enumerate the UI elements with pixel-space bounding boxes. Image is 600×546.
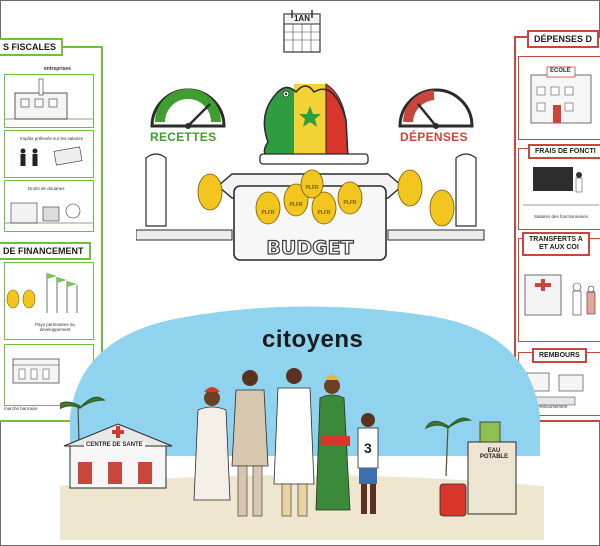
citizens-scene: [60, 306, 544, 540]
pear-walking-right-1: [397, 169, 423, 207]
left-box-partenaires: [4, 262, 94, 340]
pear-tag-1: PLFR: [261, 210, 274, 216]
left-caption-salaires: Impôts prélevés sur les salaires: [20, 136, 84, 141]
jersey-number: 3: [364, 440, 372, 456]
right-panel-title: DÉPENSES D: [527, 30, 600, 48]
right-caption-remboursement: Remboursement: [534, 404, 568, 409]
building-icon: [5, 78, 93, 120]
pear-walking-right-2: [429, 189, 455, 227]
health-center: [63, 423, 173, 489]
left-ramp: [136, 229, 233, 241]
health-center-sign: CENTRE DE SANTE: [84, 442, 145, 448]
left-box-douanes: [4, 180, 94, 232]
calendar-label: 1AN: [293, 14, 310, 23]
flags-icon: [6, 273, 78, 313]
calendar-icon: 1AN: [282, 8, 322, 54]
left-box-entreprises: [4, 74, 94, 128]
pear-tag-4: PLFR: [343, 200, 356, 206]
depenses-gauge: [398, 88, 474, 129]
budget-label: BUDGET: [266, 237, 353, 259]
pear-tag-2: PLFR: [289, 202, 302, 208]
left-caption-partenaires: Pays partenaires au développement: [34, 322, 76, 332]
workers-icon: [20, 146, 83, 166]
recettes-label: RECETTES: [150, 130, 217, 144]
left-caption-douanes: Droits de douanes: [28, 186, 65, 191]
hospital-icon: [524, 274, 596, 316]
budget-illustration: BUDGET PLFR PLFR PLFR PLFR PLFR: [136, 83, 485, 261]
citizens-group: [193, 368, 379, 517]
left-item-entreprises: entreprises: [44, 66, 71, 72]
left-section-title: DE FINANCEMENT: [0, 242, 91, 260]
senegal-flag-character: [259, 83, 369, 165]
right-box-ecole: [518, 56, 600, 140]
pear-walking-left: [197, 173, 223, 211]
bank-icon: [12, 358, 60, 384]
right-item-transferts: TRANSFERTS A ET AUX COI: [522, 232, 590, 256]
right-ramp: [387, 229, 485, 241]
school-sign: ECOLE: [550, 68, 571, 74]
pear-tag-5: PLFR: [305, 185, 318, 191]
citoyens-title: citoyens: [262, 326, 364, 353]
right-item-remboursement: REMBOURS: [532, 348, 587, 363]
pear-tag-3: PLFR: [317, 210, 330, 216]
right-item-fonctionnement: FRAIS DE FONCTI: [528, 144, 600, 159]
pears-in-box: PLFR PLFR PLFR PLFR PLFR: [255, 169, 363, 225]
left-box-salaires: [4, 130, 94, 178]
left-caption-banque: marché bancaire: [4, 406, 38, 411]
right-item-transferts-line1: TRANSFERTS A: [529, 236, 583, 243]
right-caption-salaires: Salaires des fonctionnaires: [534, 214, 589, 219]
right-item-transferts-line2: ET AUX COI: [539, 244, 579, 251]
port-icon: [5, 202, 93, 224]
recettes-gauge: [150, 88, 226, 129]
depenses-label: DÉPENSES: [400, 130, 468, 144]
water-point: [439, 421, 517, 517]
right-pillar: [455, 153, 477, 227]
classroom-icon: [523, 167, 599, 206]
left-pillar: [145, 153, 167, 227]
sky: [70, 306, 540, 456]
water-point-sign: EAU POTABLE: [479, 448, 509, 460]
school-icon: [530, 66, 592, 124]
left-panel-title: S FISCALES: [0, 38, 64, 56]
